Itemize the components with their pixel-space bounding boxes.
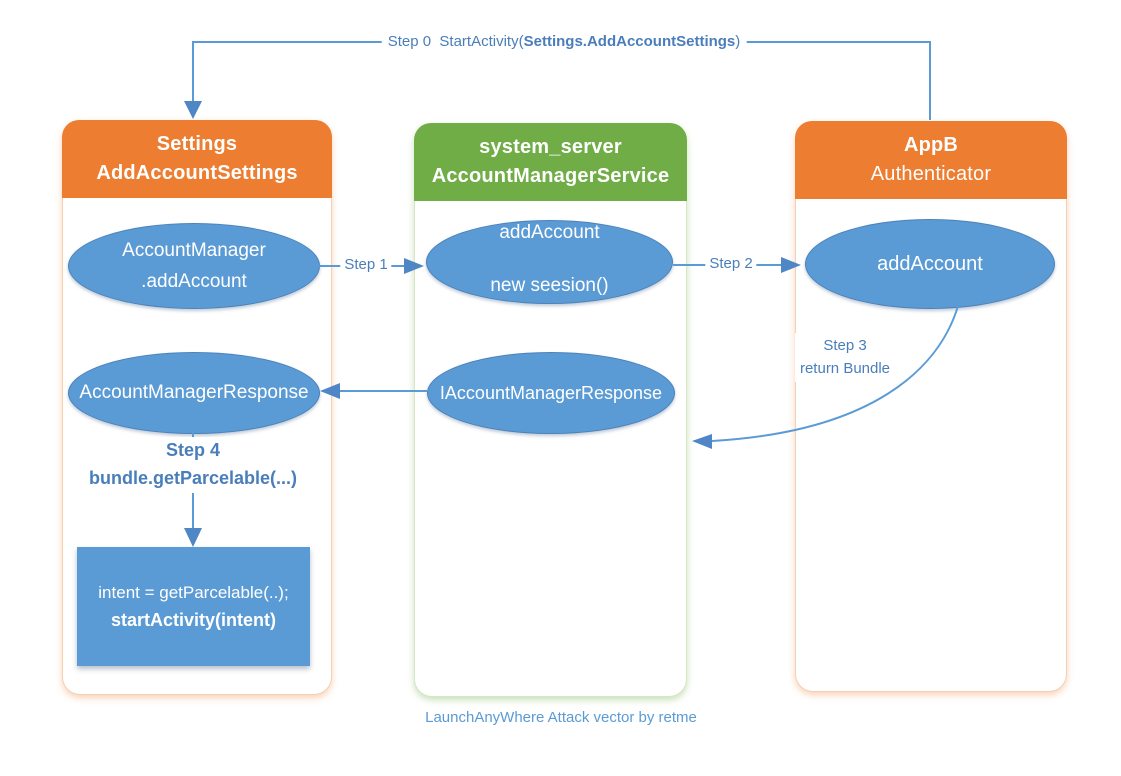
label-step3-line1: Step 3 <box>823 337 867 354</box>
diagram-caption: LaunchAnyWhere Attack vector by retme <box>425 709 697 726</box>
ellipse-accountmanager-addaccount: AccountManager .addAccount <box>68 223 320 309</box>
code-box-startactivity: intent = getParcelable(..); startActivit… <box>77 547 310 666</box>
column-settings-header: Settings AddAccountSettings <box>62 120 332 198</box>
label-step1: Step 1 <box>340 256 392 273</box>
label-step0: Step 0 StartActivity(Settings.AddAccount… <box>381 33 747 50</box>
label-step4-line2: bundle.getParcelable(...) <box>88 467 298 488</box>
column-system-server-header: system_server AccountManagerService <box>414 123 687 201</box>
system-server-header-line2: AccountManagerService <box>431 165 670 187</box>
column-appb: AppB Authenticator <box>795 121 1067 692</box>
newsession-line2: new seesion() <box>490 275 609 296</box>
accountmanagerresponse-label: AccountManagerResponse <box>79 382 309 403</box>
ellipse-iaccountmanagerresponse: IAccountManagerResponse <box>427 352 675 434</box>
label-step0-suffix: ) <box>735 33 741 50</box>
settings-header-line1: Settings <box>156 133 238 155</box>
accountmanager-line2: .addAccount <box>141 271 247 292</box>
label-step4-line1: Step 4 <box>165 440 221 460</box>
arrow-step0-head-icon <box>184 101 202 119</box>
label-step3-line2: return Bundle <box>799 360 891 378</box>
appb-header-line2: Authenticator <box>870 163 992 185</box>
ellipse-accountmanagerresponse: AccountManagerResponse <box>68 352 320 434</box>
system-server-header-line1: system_server <box>479 136 622 158</box>
label-step0-bold: Settings.AddAccountSettings <box>523 33 736 50</box>
appb-header-line1: AppB <box>903 134 959 156</box>
arrow-step3-head-icon <box>692 434 712 449</box>
ellipse-addaccount-newsession: addAccount new seesion() <box>426 220 673 304</box>
label-step4: Step 4 bundle.getParcelable(...) <box>83 437 303 493</box>
settings-header-line2: AddAccountSettings <box>96 162 298 184</box>
addaccount-line1: addAccount <box>499 222 600 243</box>
appb-addaccount-label: addAccount <box>877 252 983 275</box>
iaccountmanagerresponse-label: IAccountManagerResponse <box>439 382 663 403</box>
arrow-step0-line <box>192 41 931 120</box>
ellipse-appb-addaccount: addAccount <box>805 219 1055 309</box>
column-appb-header: AppB Authenticator <box>795 121 1067 199</box>
label-step3: Step 3 return Bundle <box>794 333 896 382</box>
code-line1: intent = getParcelable(..); <box>98 582 289 602</box>
accountmanager-line1: AccountManager <box>122 239 266 261</box>
code-line2: startActivity(intent) <box>110 609 276 630</box>
label-step2: Step 2 <box>705 255 757 272</box>
label-step0-prefix: Step 0 StartActivity( <box>387 33 524 50</box>
